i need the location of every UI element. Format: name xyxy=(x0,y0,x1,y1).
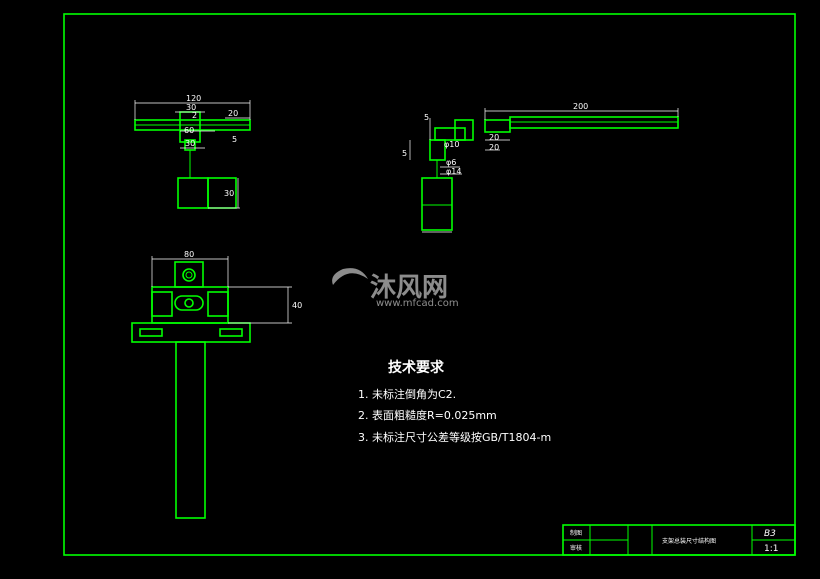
dim-top-right-5b: 5 xyxy=(402,149,407,158)
watermark-url: www.mfcad.com xyxy=(376,298,459,309)
dim-top-left-120: 120 xyxy=(186,94,201,103)
dim-top-right-20: 20 xyxy=(489,133,499,142)
top-left-view xyxy=(134,100,251,209)
dim-top-right-6: φ6 xyxy=(446,158,456,167)
tech-req-title: 技术要求 xyxy=(388,359,445,376)
title-block-sheet-size: B3 xyxy=(764,529,776,539)
technical-requirements: 技术要求 1. 未标注倒角为C2. 2. 表面粗糙度R=0.025mm 3. 未… xyxy=(358,359,551,444)
tech-req-item-2: 2. 表面粗糙度R=0.025mm xyxy=(358,408,497,422)
top-right-view xyxy=(409,108,679,233)
dim-top-right-5: 5 xyxy=(424,113,429,122)
dim-top-left-30: 30 xyxy=(186,103,196,112)
title-block-checker-label: 审核 xyxy=(570,544,582,552)
watermark: 沐风网 www.mfcad.com xyxy=(332,268,459,309)
drawing-border xyxy=(63,13,796,556)
dim-top-right-200: 200 xyxy=(573,102,588,111)
title-block-scale: 1:1 xyxy=(764,544,778,554)
dim-front-40: 40 xyxy=(292,301,302,310)
dim-top-left-2: 2 xyxy=(192,111,197,120)
dim-top-left-5: 5 xyxy=(232,135,237,144)
watermark-logo-icon xyxy=(332,268,368,285)
front-view xyxy=(131,256,292,519)
dim-top-left-30c: 30 xyxy=(224,189,234,198)
dim-top-right-14: φ14 xyxy=(446,167,461,176)
title-block-designer-label: 制图 xyxy=(570,529,582,537)
dim-top-right-20b: 20 xyxy=(489,143,499,152)
title-block-drawing-name: 支架总装尺寸结构图 xyxy=(662,537,716,545)
tech-req-item-3: 3. 未标注尺寸公差等级按GB/T1804-m xyxy=(358,430,551,444)
title-block xyxy=(562,524,796,556)
dim-top-right-10: φ10 xyxy=(444,140,459,149)
dim-front-80: 80 xyxy=(184,250,194,259)
dim-top-left-60: 60 xyxy=(184,126,194,135)
dim-top-left-30b: 30 xyxy=(185,139,195,148)
tech-req-item-1: 1. 未标注倒角为C2. xyxy=(358,387,456,401)
watermark-brand: 沐风网 xyxy=(370,273,448,303)
dim-top-left-20: 20 xyxy=(228,109,238,118)
